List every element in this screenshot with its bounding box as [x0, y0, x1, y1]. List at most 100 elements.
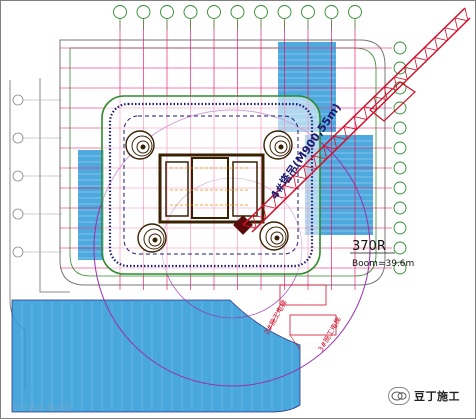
grid-bubble [12, 170, 24, 182]
grid-bubble [393, 221, 407, 235]
grid-bubble [348, 5, 362, 19]
boom-lattice-brace [394, 76, 408, 81]
grid-bubble [277, 5, 292, 19]
boom-lattice-brace [343, 125, 358, 130]
grid-bubble [183, 5, 198, 19]
grid-bubble [113, 5, 127, 19]
core-wall-middle [191, 157, 229, 219]
grid-bubble [12, 208, 24, 220]
boom-lattice-brace [414, 56, 428, 61]
boom-lattice-brace [313, 155, 327, 160]
tower-inner-dashed [123, 115, 299, 255]
core-wall-left [165, 161, 189, 217]
mega-column [137, 223, 167, 253]
grid-bubble [393, 61, 407, 75]
grid-bubble [393, 161, 407, 175]
boom-lattice-brace [303, 165, 317, 170]
left-boundary-inner [39, 78, 70, 293]
mega-column [263, 130, 293, 160]
grid-bubble [12, 132, 24, 144]
boom-lattice-brace [444, 27, 458, 32]
grid-bubble [393, 141, 407, 155]
grid-bubble [393, 41, 407, 55]
grid-bubble [230, 5, 245, 19]
chat-bubbles-icon [388, 387, 410, 405]
grid-bubble [393, 261, 407, 275]
boom-lattice-brace [434, 37, 439, 51]
grid-bubble [254, 5, 268, 19]
boom-lattice-brace [323, 146, 328, 160]
boom-lattice-brace [272, 195, 277, 209]
corner-watermark: 豆丁施工 施工图 [12, 402, 71, 412]
grid-bubbles-top [113, 5, 362, 30]
boom-lattice-brace [323, 145, 337, 150]
boom-lattice-brace [424, 47, 438, 51]
mega-column [259, 221, 289, 251]
boom-lattice-brace [393, 76, 398, 91]
grid-bubble [301, 5, 315, 19]
boom-lattice-brace [414, 57, 418, 71]
boom-lattice-brace [363, 106, 378, 111]
elevator-callouts [269, 284, 337, 351]
grid-bubble [12, 94, 24, 106]
grid-bubble [12, 246, 24, 258]
grid-bubble [207, 5, 221, 19]
boom-lattice-brace [434, 37, 448, 42]
boom-lattice-brace [242, 224, 257, 229]
boom-lattice-brace [353, 116, 368, 120]
boom-lattice-brace [454, 17, 459, 31]
grid-bubble [393, 101, 407, 115]
boom-lattice-brace [293, 175, 297, 189]
brand-name: 豆丁施工 [414, 390, 460, 403]
boom-lattice-brace [303, 165, 307, 179]
radius-label: 370R [352, 239, 386, 254]
boom-lattice-brace [273, 195, 287, 199]
boom-lattice-brace [252, 215, 257, 229]
boom-lattice-brace [293, 175, 307, 180]
core-wall-outer [158, 153, 265, 224]
bottom-blue-slab [11, 299, 301, 413]
boom-lattice-brace [424, 47, 428, 61]
grid-bubble [393, 121, 407, 135]
podium-green-outline [69, 47, 377, 277]
grid-bubble [324, 5, 339, 19]
boom-lattice-brace [373, 96, 378, 110]
boom-lattice-brace [444, 27, 449, 41]
mega-columns [125, 130, 293, 253]
boom-lattice-brace [262, 205, 267, 219]
boom-lattice-brace [282, 185, 287, 199]
core-inner-lines [170, 167, 250, 206]
boom-lattice-brace [383, 86, 388, 100]
core-wall-right [232, 161, 258, 217]
grid-bubbles-left [12, 94, 62, 258]
boom-lattice-brace [374, 96, 388, 101]
watermark-brand: 豆丁施工 [388, 385, 460, 407]
boom-lattice-brace [454, 17, 469, 22]
boom-label: Boom=39.6m [352, 259, 414, 269]
grid-bubble [160, 5, 174, 19]
boom-lattice-brace [333, 136, 338, 150]
bottom-blue-slab-hatch [21, 302, 293, 410]
boom-lattice-brace [283, 185, 297, 190]
boom-lattice-brace [464, 7, 469, 22]
tower-crane-boom [242, 7, 471, 233]
boom-lattice-brace [384, 86, 398, 91]
boom-lattice-brace [252, 214, 267, 219]
boom-lattice-brace [404, 66, 418, 71]
grid-bubble [393, 201, 407, 215]
podium-outline [59, 39, 386, 286]
tower-perimeter-ticks [108, 102, 314, 268]
boom-lattice-brace [363, 106, 368, 120]
grid-bubble [393, 241, 407, 255]
grid-bubble [393, 181, 407, 195]
boom-lattice-brace [404, 67, 408, 81]
blue-area-left [78, 150, 104, 260]
boom-lattice-brace [263, 204, 277, 209]
boom-lattice-brace [333, 135, 347, 140]
boom-lattice-brace [313, 155, 317, 169]
grid-bubble [136, 5, 151, 19]
boom-lattice-brace [343, 126, 348, 140]
boom-lattice-brace [353, 116, 358, 130]
